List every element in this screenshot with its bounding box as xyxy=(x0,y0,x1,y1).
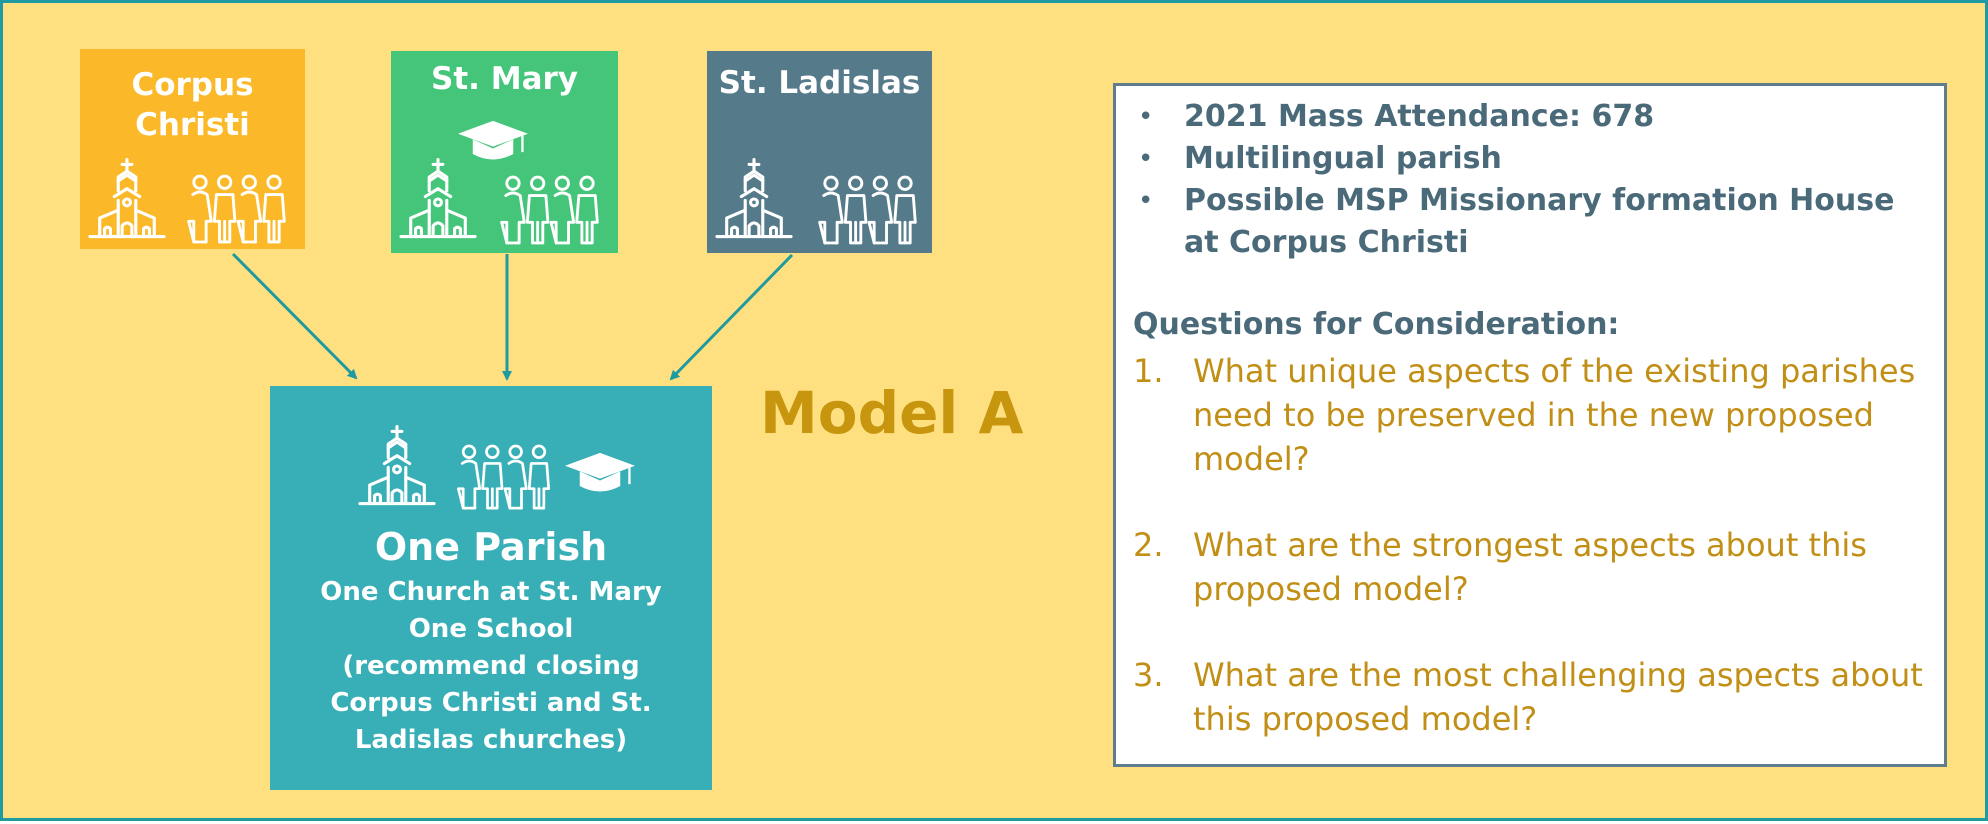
fact-bullet: • 2021 Mass Attendance: 678 xyxy=(1136,96,1936,138)
parish-name: St. Mary xyxy=(391,59,618,99)
info-panel: • 2021 Mass Attendance: 678 • Multilingual… xyxy=(1113,83,1947,767)
bullet-dot-icon: • xyxy=(1138,144,1154,174)
merged-detail-line: (recommend closing Corpus Christi and St… xyxy=(330,651,652,755)
people-icon xyxy=(450,444,558,512)
merged-parish-details: One Church at St. Mary One School (recom… xyxy=(290,574,692,759)
merged-detail-line: One School xyxy=(408,614,574,644)
bullet-dot-icon: • xyxy=(1138,186,1154,216)
merged-parish-box: One Parish One Church at St. Mary One Sc… xyxy=(270,386,712,790)
church-icon xyxy=(88,157,166,241)
parish-name-line: St. Ladislas xyxy=(718,65,921,101)
people-icon xyxy=(180,174,294,246)
parish-name: Corpus Christi xyxy=(80,65,305,145)
people-icon xyxy=(811,175,925,247)
connector-arrows xyxy=(231,252,794,381)
question-number: 3. xyxy=(1133,656,1164,694)
fact-bullet-list: • 2021 Mass Attendance: 678 • Multilingual… xyxy=(1136,96,1936,264)
question-text: What are the strongest aspects about thi… xyxy=(1193,526,1867,608)
model-label: Model A xyxy=(760,379,1024,447)
parish-box-st-mary: St. Mary xyxy=(391,51,618,253)
question-item: 2. What are the strongest aspects about t… xyxy=(1133,523,1933,611)
church-icon xyxy=(399,157,477,241)
fact-bullet: • Possible MSP Missionary formation House… xyxy=(1136,180,1936,264)
fact-bullet-text: Multilingual parish xyxy=(1184,141,1502,176)
bullet-dot-icon: • xyxy=(1138,102,1154,132)
arrow-corpus-christi xyxy=(231,252,358,380)
question-text: What unique aspects of the existing pari… xyxy=(1193,352,1916,478)
questions-list: 1. What unique aspects of the existing pa… xyxy=(1133,349,1933,741)
questions-heading: Questions for Consideration: xyxy=(1133,307,1620,342)
arrow-st-ladislas xyxy=(669,253,794,381)
parish-name-line: St. Mary xyxy=(431,61,578,97)
question-number: 2. xyxy=(1133,526,1164,564)
parish-box-corpus-christi: Corpus Christi xyxy=(80,49,305,249)
parish-name-line: Corpus xyxy=(131,67,254,103)
parish-name-line: Christi xyxy=(135,107,250,143)
church-icon xyxy=(715,157,793,241)
question-item: 1. What unique aspects of the existing pa… xyxy=(1133,349,1933,481)
question-item: 3. What are the most challenging aspects … xyxy=(1133,653,1933,741)
parish-box-st-ladislas: St. Ladislas xyxy=(707,51,932,253)
fact-bullet-text: Possible MSP Missionary formation House … xyxy=(1184,183,1895,260)
merged-parish-title: One Parish xyxy=(374,525,608,569)
graduation-cap-icon xyxy=(562,451,638,497)
people-icon xyxy=(493,175,607,247)
question-text: What are the most challenging aspects ab… xyxy=(1193,656,1923,738)
merged-detail-line: One Church at St. Mary xyxy=(320,577,662,607)
parish-name: St. Ladislas xyxy=(707,63,932,103)
fact-bullet: • Multilingual parish xyxy=(1136,138,1936,180)
question-number: 1. xyxy=(1133,352,1164,390)
fact-bullet-text: 2021 Mass Attendance: 678 xyxy=(1184,99,1655,134)
church-icon xyxy=(358,424,436,508)
